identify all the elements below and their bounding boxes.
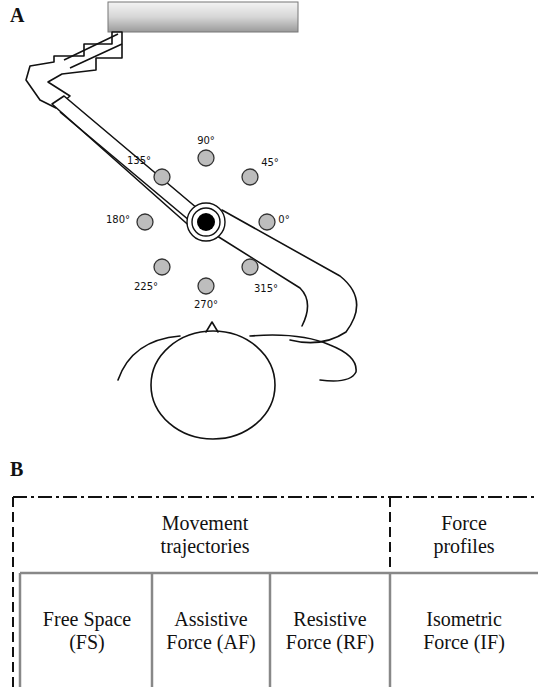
table-header: Movement trajectories — [130, 512, 280, 558]
table-cell-box: Isometric Force (IF) — [390, 577, 538, 685]
robot-arm — [26, 32, 204, 230]
target-circles — [137, 150, 275, 294]
table-cell-box: Movement trajectories — [20, 500, 390, 570]
table-cell: Assistive Force (AF) — [161, 608, 261, 654]
angle-label: 135° — [127, 155, 151, 166]
angle-label: 0° — [278, 214, 289, 225]
angle-label: 225° — [134, 281, 158, 292]
table-cell-box: Resistive Force (RF) — [270, 577, 390, 685]
panel-letter: A — [10, 4, 24, 27]
table-cell-box: Free Space (FS) — [22, 577, 152, 685]
mount-bar — [108, 2, 298, 32]
table-cell: Free Space (FS) — [37, 608, 137, 654]
subject-outline — [118, 210, 357, 439]
table-grid — [13, 497, 538, 687]
table-cell-box: Assistive Force (AF) — [152, 577, 270, 685]
handle — [187, 203, 225, 241]
angle-label: 45° — [261, 157, 279, 168]
panel-letter: B — [10, 458, 23, 481]
angle-label: 90° — [197, 135, 215, 146]
table-header: Force profiles — [409, 512, 519, 558]
table-cell: Resistive Force (RF) — [278, 608, 382, 654]
angle-label: 270° — [194, 299, 218, 310]
angle-label: 180° — [106, 214, 130, 225]
table-cell-box: Force profiles — [390, 500, 538, 570]
table-cell: Isometric Force (IF) — [409, 608, 519, 654]
angle-label: 315° — [254, 283, 278, 294]
